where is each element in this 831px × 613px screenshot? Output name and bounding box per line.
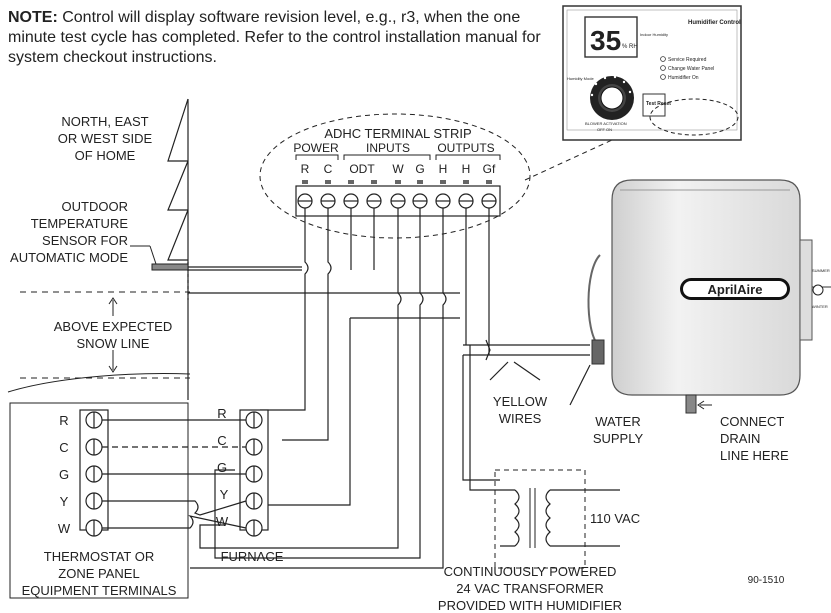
brand-logo: AprilAire: [708, 282, 763, 297]
thermostat-caption-line: EQUIPMENT TERMINALS: [21, 583, 177, 598]
yellow-wires-label: YELLOW WIRES: [480, 393, 560, 427]
group-power: POWER: [293, 141, 339, 155]
tstat-terminal: G: [59, 467, 69, 482]
indicator-label: Change Water Panel: [668, 66, 714, 72]
transformer-caption-line: CONTINUOUSLY POWERED: [443, 564, 617, 579]
on-label: ON: [606, 127, 612, 132]
water-supply-line: WATER: [595, 414, 641, 429]
furnace-terminal: W: [216, 514, 229, 529]
drain-line: CONNECT: [720, 414, 785, 429]
tstat-terminal: Y: [60, 494, 69, 509]
terminal-label: H: [462, 162, 471, 176]
transformer-voltage: 110 VAC: [590, 511, 640, 526]
sensor-label: OUTDOOR TEMPERATURE SENSOR FOR AUTOMATIC…: [2, 198, 128, 266]
outdoor-sensor: [130, 245, 302, 271]
house-side-line: OR WEST SIDE: [57, 131, 153, 146]
tstat-furnace-wiring: [102, 419, 247, 529]
test-reset-label: Test Reset: [646, 101, 671, 107]
sensor-line: OUTDOOR: [61, 199, 128, 214]
snow-line-text: SNOW LINE: [76, 336, 150, 351]
tstat-terminal: W: [58, 521, 71, 536]
display-unit: % RH: [622, 44, 638, 50]
humidifier-unit: SUMMER WINTER AprilAire: [587, 179, 831, 414]
tstat-terminal: C: [59, 440, 68, 455]
control-title: Humidifier Control: [688, 20, 741, 26]
display-value: 35: [590, 25, 621, 56]
terminal-strip-callout: [259, 113, 531, 239]
drain-line: LINE HERE: [720, 448, 789, 463]
terminal-strip: ADHC TERMINAL STRIP POWER INPUTS OUTPUTS…: [293, 126, 501, 217]
transformer-caption-line: PROVIDED WITH HUMIDIFIER: [437, 598, 623, 613]
yellow-wires-line: YELLOW: [492, 394, 548, 409]
furnace-block: R C G Y W: [216, 406, 269, 537]
terminal-label: H: [439, 162, 448, 176]
terminal-label: Gf: [483, 162, 496, 176]
water-supply-line: SUPPLY: [592, 431, 644, 446]
transformer-caption-line: 24 VAC TRANSFORMER: [456, 581, 604, 596]
side-label: Indoor Humidity: [640, 32, 668, 37]
terminal-label: W: [392, 162, 404, 176]
snow-line-label: ABOVE EXPECTED SNOW LINE: [48, 318, 178, 352]
snow-line-text: ABOVE EXPECTED: [53, 319, 173, 334]
blower-label: BLOWER ACTIVATION: [585, 121, 627, 126]
water-supply-label: WATER SUPPLY: [578, 413, 658, 447]
note-text: NOTE: Control will display software revi…: [8, 8, 548, 68]
drain-label: CONNECT DRAIN LINE HERE: [720, 413, 820, 464]
humidifier-control: 35 % RH Indoor Humidity Humidifier Contr…: [562, 5, 742, 141]
terminal-label: G: [415, 162, 424, 176]
thermostat-block: R C G Y W: [9, 402, 189, 599]
furnace-terminal: G: [217, 460, 227, 475]
damper-summer: SUMMER: [812, 268, 830, 273]
house-side-line: NORTH, EAST: [61, 114, 149, 129]
strip-title: ADHC TERMINAL STRIP: [324, 126, 471, 141]
damper-winter: WINTER: [812, 304, 828, 309]
off-label: OFF: [597, 127, 606, 132]
note-label: NOTE:: [8, 9, 58, 26]
terminal-label: C: [324, 162, 333, 176]
drain-line: DRAIN: [720, 431, 761, 446]
furnace-terminal: R: [217, 406, 226, 421]
sensor-line: SENSOR FOR: [42, 233, 128, 248]
yellow-wires-line: WIRES: [498, 411, 542, 426]
furnace-terminal: Y: [220, 487, 229, 502]
group-outputs: OUTPUTS: [437, 141, 494, 155]
indicator-label: Service Required: [668, 57, 707, 63]
sensor-line: TEMPERATURE: [30, 216, 128, 231]
group-inputs: INPUTS: [366, 141, 410, 155]
house-side-line: OF HOME: [74, 148, 136, 163]
thermostat-caption-line: ZONE PANEL: [58, 566, 140, 581]
thermostat-caption: THERMOSTAT OR ZONE PANEL EQUIPMENT TERMI…: [10, 548, 188, 599]
thermostat-caption-line: THERMOSTAT OR: [43, 549, 155, 564]
note-body: Control will display software revision l…: [8, 9, 541, 66]
snow-line: [7, 291, 191, 393]
yellow-wires: [463, 339, 591, 406]
furnace-terminal: C: [217, 433, 226, 448]
tstat-terminal: R: [59, 413, 68, 428]
furnace-caption: FURNACE: [220, 549, 284, 564]
transformer: 110 VAC: [494, 469, 640, 569]
terminal-label: ODT: [349, 162, 375, 176]
transformer-caption: CONTINUOUSLY POWERED 24 VAC TRANSFORMER …: [420, 563, 640, 613]
house-wall: [167, 98, 189, 400]
control-wiring: [188, 208, 500, 569]
house-side-label: NORTH, EAST OR WEST SIDE OF HOME: [45, 113, 165, 164]
dial-label: Humidity Mode: [567, 76, 594, 81]
sensor-line: AUTOMATIC MODE: [10, 250, 128, 265]
terminal-label: R: [301, 162, 310, 176]
figure-number: 90-1510: [747, 575, 785, 586]
indicator-label: Humidifier On: [668, 75, 699, 81]
